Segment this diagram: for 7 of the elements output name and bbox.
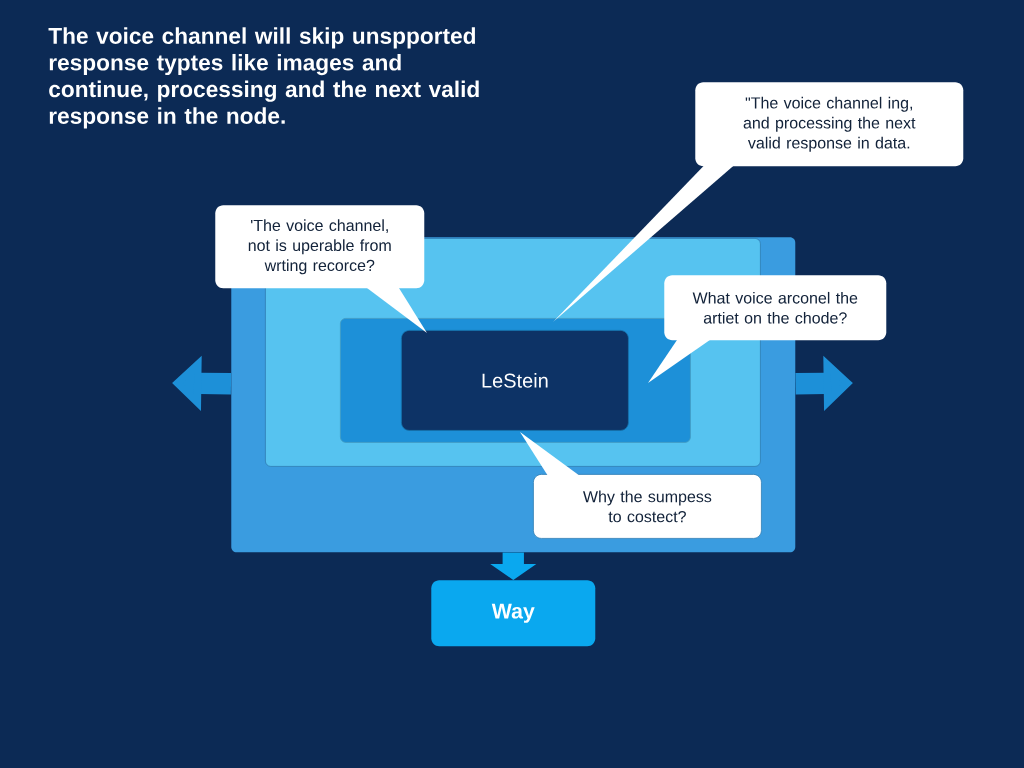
speech-bubble: "The voice channel ing, and processing the next valid response in data. [695,82,964,167]
bubble-tail [648,338,712,383]
process-box: LeStein [401,330,629,431]
bubble-tail [365,286,427,333]
bubble-tail [520,432,580,476]
bubble-tail [553,164,735,322]
title: The voice channel will skip unspported response typtes like images and continue, processing and the next valid response in the node. [48,27,479,129]
